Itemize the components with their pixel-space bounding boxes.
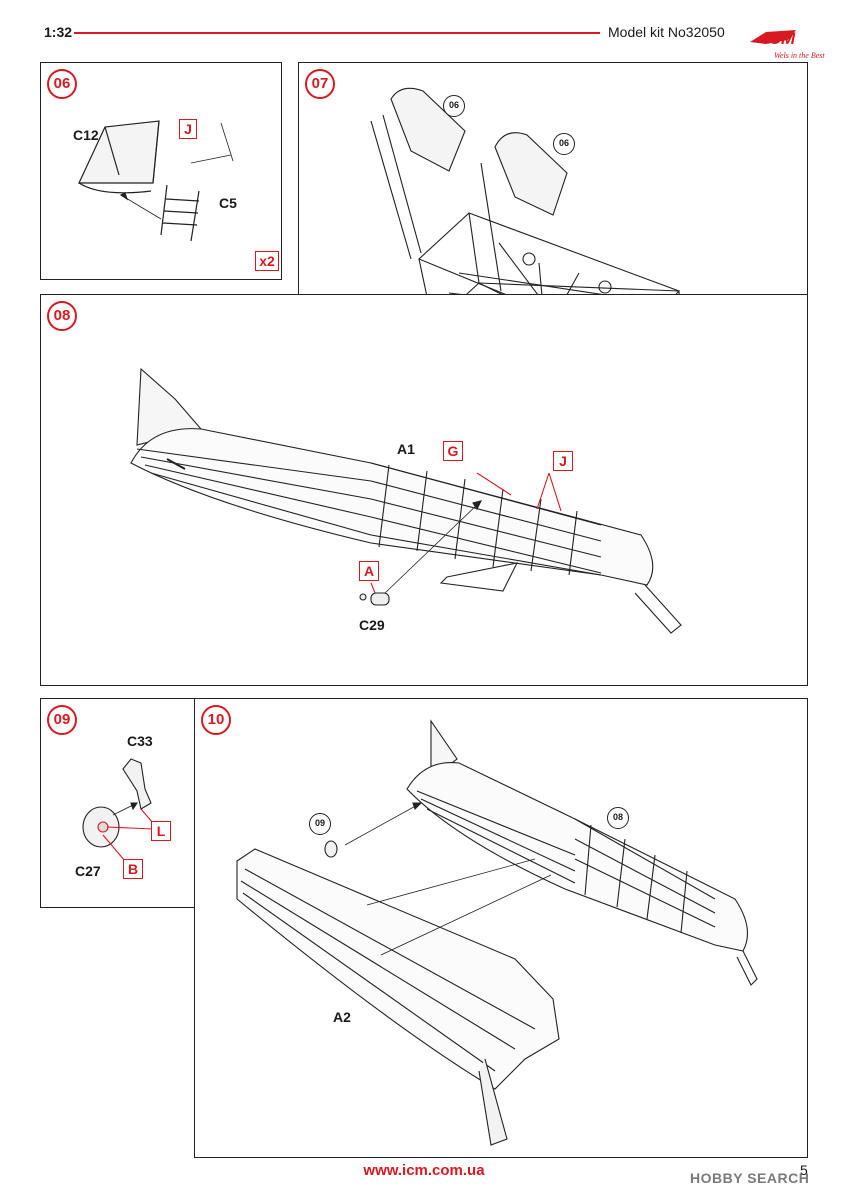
paint-tag-l: L — [151, 821, 171, 841]
header-rule — [74, 32, 600, 34]
paint-tag-a: A — [359, 561, 379, 581]
tail-wheel-drawing — [82, 758, 154, 862]
svg-text:ICM: ICM — [764, 29, 796, 48]
page-number: 5 — [800, 1162, 808, 1178]
ref-step-06-a: 06 — [443, 95, 465, 117]
step-10-panel: 10 09 08 A2 — [194, 698, 808, 1158]
part-label-c5: C5 — [219, 195, 237, 211]
step-09-panel: 09 C33 L C27 B — [40, 698, 196, 908]
icm-logo: ICM Wels in the Best — [750, 29, 825, 60]
step-number-07: 07 — [305, 69, 335, 99]
scale-label: 1:32 — [44, 24, 73, 40]
paint-tag-b: B — [123, 859, 143, 879]
step-06-panel: 06 C12 C5 J x2 — [40, 62, 282, 280]
seat-ladder-drawing — [78, 120, 234, 242]
step-number-10: 10 — [201, 705, 231, 735]
ref-step-09: 09 — [309, 813, 331, 835]
part-label-a2: A2 — [333, 1009, 351, 1025]
paint-tag-j: J — [179, 119, 197, 139]
logo-tagline: Wels in the Best — [774, 51, 825, 60]
step-number-08: 08 — [47, 301, 77, 331]
website-url[interactable]: www.icm.com.ua — [363, 1162, 485, 1179]
ref-step-08: 08 — [607, 807, 629, 829]
part-label-c29: C29 — [359, 617, 385, 633]
multiplier-badge: x2 — [255, 251, 279, 271]
paint-tag-g: G — [443, 441, 463, 461]
ref-step-06-b: 06 — [553, 133, 575, 155]
part-label-a1: A1 — [397, 441, 415, 457]
step-number-09: 09 — [47, 705, 77, 735]
part-label-c12: C12 — [73, 127, 99, 143]
model-number: Model kit No32050 — [608, 24, 725, 40]
fuselage-assembly-drawing — [236, 719, 758, 1146]
fuselage-half-a1-drawing — [130, 367, 682, 634]
paint-tag-j: J — [553, 451, 573, 471]
watermark: HOBBY SEARCH — [690, 1170, 810, 1186]
step-number-06: 06 — [47, 69, 77, 99]
part-label-c33: C33 — [127, 733, 153, 749]
part-label-c27: C27 — [75, 863, 101, 879]
step-08-panel: 08 A1 G J A C29 — [40, 294, 808, 686]
